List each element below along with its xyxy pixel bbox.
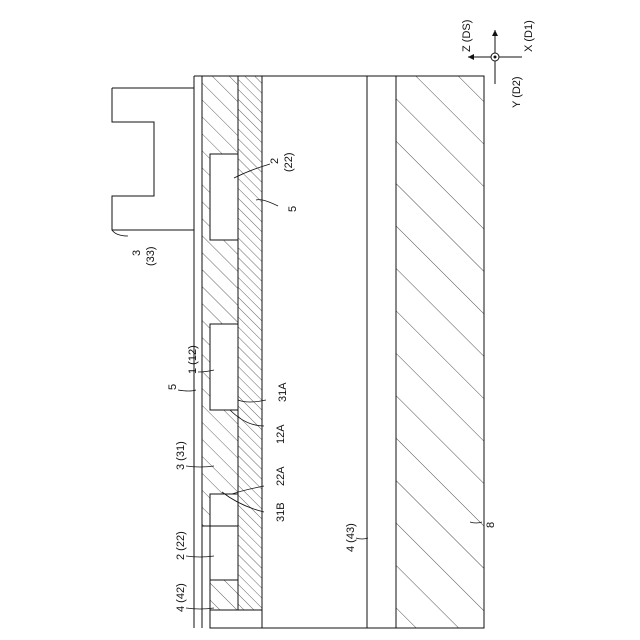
label-3-31: 3 (31) — [175, 441, 187, 470]
label-4-43: 4 (43) — [345, 523, 357, 552]
label-3-sub: (33) — [145, 246, 157, 266]
leader-5-left — [178, 390, 196, 391]
axis-y-label: Y (D2) — [511, 76, 523, 108]
label-5-right: 5 — [287, 206, 299, 212]
element-1-12 — [210, 324, 238, 410]
label-8: 8 — [485, 522, 497, 528]
label-2-top-sub: (22) — [283, 152, 295, 172]
axis-x-label: X (D1) — [523, 20, 535, 52]
label-2-22-bottom: 2 (22) — [175, 531, 187, 560]
layer-5 — [238, 76, 262, 610]
label-12a: 12A — [275, 424, 287, 444]
leader-3-33 — [112, 230, 128, 236]
label-4-42: 4 (42) — [175, 583, 187, 612]
label-31b: 31B — [275, 502, 287, 522]
leader-3-31 — [186, 466, 214, 467]
label-31a: 31A — [277, 382, 289, 402]
layer-3-31 — [202, 76, 238, 526]
label-3: 3 — [131, 250, 143, 256]
layer-3-lower-hatch — [210, 580, 238, 610]
leader-2-22-bottom — [186, 556, 214, 557]
leader-4-42 — [186, 608, 214, 609]
mold-3-33-outline — [112, 88, 194, 230]
label-1-12: 1 (12) — [187, 345, 199, 374]
element-2-22-top — [210, 154, 238, 240]
layer-3-lower — [210, 526, 238, 580]
label-5-left: 5 — [167, 384, 179, 390]
layer-8-substrate — [396, 76, 484, 628]
label-2-top: 2 — [269, 158, 281, 164]
axis-z-label: Z (DS) — [461, 20, 473, 52]
layer-4-42 — [210, 610, 262, 628]
label-22a: 22A — [275, 466, 287, 486]
